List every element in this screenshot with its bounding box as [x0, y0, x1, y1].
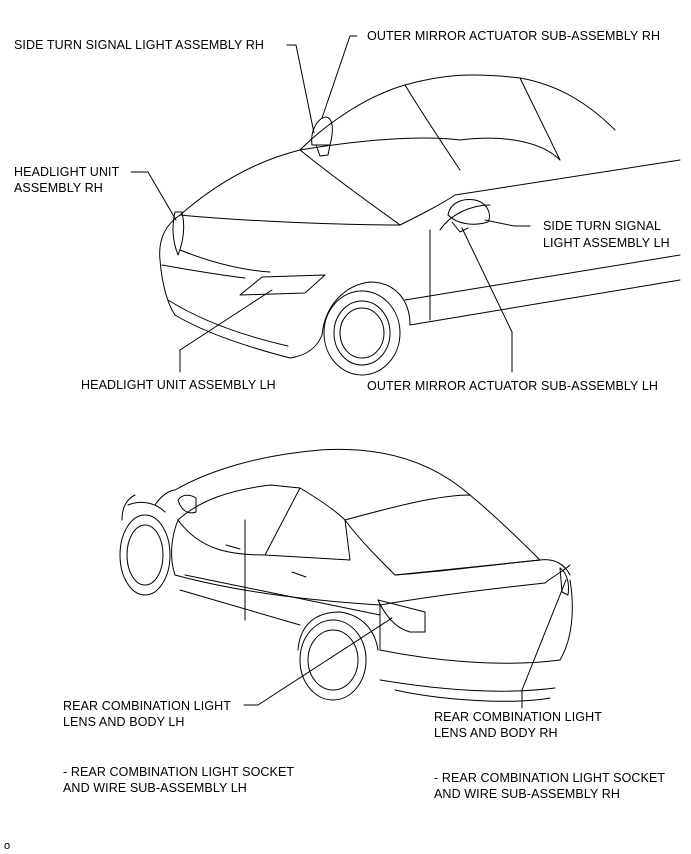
label-socket-rh-line1: - REAR COMBINATION LIGHT SOCKET: [434, 771, 666, 785]
rear-car-drawing: [119, 448, 573, 702]
label-side-turn-signal-lh-line2: LIGHT ASSEMBLY LH: [543, 236, 670, 250]
label-rear-lens-rh-line1: REAR COMBINATION LIGHT: [434, 710, 602, 724]
label-socket-lh-line2: AND WIRE SUB-ASSEMBLY LH: [63, 781, 247, 795]
front-car-drawing: [159, 74, 681, 376]
label-headlight-rh-line2: ASSEMBLY RH: [14, 181, 103, 195]
label-headlight-lh: HEADLIGHT UNIT ASSEMBLY LH: [81, 378, 276, 392]
label-outer-mirror-rh: OUTER MIRROR ACTUATOR SUB-ASSEMBLY RH: [367, 29, 661, 43]
label-outer-mirror-lh: OUTER MIRROR ACTUATOR SUB-ASSEMBLY LH: [367, 379, 659, 393]
label-headlight-rh-line1: HEADLIGHT UNIT: [14, 165, 120, 179]
label-rear-lens-lh-line2: LENS AND BODY LH: [63, 715, 185, 729]
label-side-turn-signal-rh: SIDE TURN SIGNAL LIGHT ASSEMBLY RH: [14, 38, 265, 52]
rear-leader-lines: [243, 579, 567, 709]
label-socket-lh-line1: - REAR COMBINATION LIGHT SOCKET: [63, 765, 295, 779]
label-rear-lens-rh-line2: LENS AND BODY RH: [434, 726, 558, 740]
front-leader-lines: [130, 35, 531, 373]
label-side-turn-signal-lh-line1: SIDE TURN SIGNAL: [543, 219, 662, 233]
label-socket-rh-line2: AND WIRE SUB-ASSEMBLY RH: [434, 787, 620, 801]
label-rear-lens-lh-line1: REAR COMBINATION LIGHT: [63, 699, 231, 713]
corner-mark: o: [4, 840, 11, 852]
